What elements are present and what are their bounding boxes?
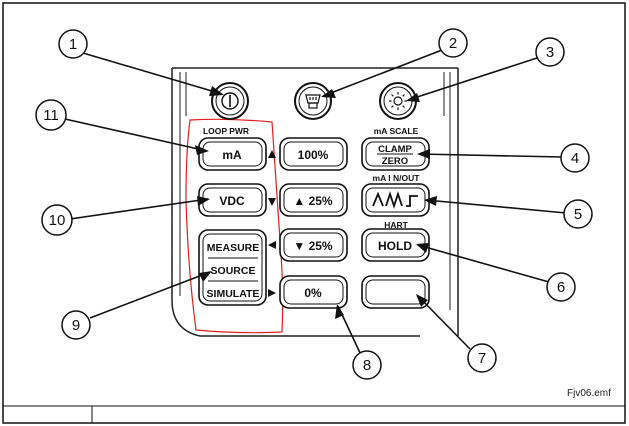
callout-4: 4	[560, 143, 590, 173]
source-label: SOURCE	[211, 265, 256, 277]
100-percent-label: 100%	[298, 148, 329, 162]
highlight-outline	[185, 118, 284, 334]
down-25-percent-label: ▼ 25%	[293, 239, 333, 253]
power-key[interactable]	[211, 82, 249, 120]
callout-7: 7	[467, 343, 497, 373]
callout-6: 6	[546, 272, 576, 302]
waveform-key[interactable]	[361, 183, 430, 217]
vdc-key[interactable]: VDC	[198, 183, 267, 217]
callout-7-number: 7	[478, 350, 486, 367]
backlight-key[interactable]	[294, 82, 332, 120]
ma-key[interactable]: mA	[198, 137, 267, 171]
callout-10-number: 10	[49, 212, 66, 229]
ma-key-label: mA	[222, 148, 242, 162]
callout-2-number: 2	[449, 35, 457, 52]
down-25-percent-key[interactable]: ▼ 25%	[279, 228, 348, 262]
0-percent-key[interactable]: 0%	[279, 275, 348, 309]
hold-key-label: HOLD	[378, 239, 412, 253]
waveform-icon	[372, 191, 418, 209]
hold-key[interactable]: HOLD	[361, 228, 430, 262]
loop-pwr-label: LOOP PWR	[203, 126, 249, 136]
callout-1-number: 1	[69, 36, 77, 53]
callout-8-number: 8	[363, 357, 371, 374]
callout-3-number: 3	[546, 44, 554, 61]
callout-9: 9	[61, 310, 91, 340]
callout-6-number: 6	[557, 279, 565, 296]
0-percent-label: 0%	[304, 286, 322, 300]
clamp-zero-key[interactable]: CLAMP ZERO	[361, 137, 430, 171]
callout-9-number: 9	[72, 317, 80, 334]
up-25-percent-label: ▲ 25%	[293, 194, 333, 208]
callout-arrowheads	[195, 86, 437, 319]
row3-arrow	[268, 241, 276, 249]
vdc-key-label: VDC	[219, 194, 245, 208]
figure-id: Fjv06.emf	[567, 388, 611, 399]
up-25-percent-key[interactable]: ▲ 25%	[279, 183, 348, 217]
ma-in-out-label: mA I N/OUT	[373, 173, 421, 183]
row2-arrow	[268, 198, 276, 206]
hart-label: HART	[384, 220, 408, 230]
zero-label: ZERO	[382, 156, 408, 167]
blank-key[interactable]	[361, 275, 430, 309]
callout-11: 11	[35, 99, 67, 131]
row1-arrow	[268, 150, 276, 158]
simulate-label: SIMULATE	[207, 288, 260, 300]
clamp-label: CLAMP	[378, 144, 412, 155]
callout-2: 2	[438, 28, 468, 58]
power-icon	[221, 92, 239, 110]
callout-lines	[64, 49, 567, 356]
measure-label: MEASURE	[207, 242, 260, 254]
callout-5: 5	[563, 199, 593, 229]
flashlight-icon	[305, 94, 321, 109]
100-percent-key[interactable]: 100%	[279, 137, 348, 171]
row4-arrow	[268, 289, 276, 297]
measure-source-simulate-key[interactable]: MEASURE SOURCE SIMULATE	[198, 229, 267, 306]
callout-8: 8	[352, 350, 382, 380]
callout-10: 10	[41, 204, 73, 236]
callout-5-number: 5	[574, 206, 582, 223]
callout-11-number: 11	[43, 107, 59, 124]
callout-4-number: 4	[571, 150, 579, 167]
callout-3: 3	[535, 37, 565, 67]
callout-1: 1	[58, 29, 88, 59]
ma-scale-label: mA SCALE	[374, 126, 419, 136]
calibrator-panel	[171, 67, 459, 337]
